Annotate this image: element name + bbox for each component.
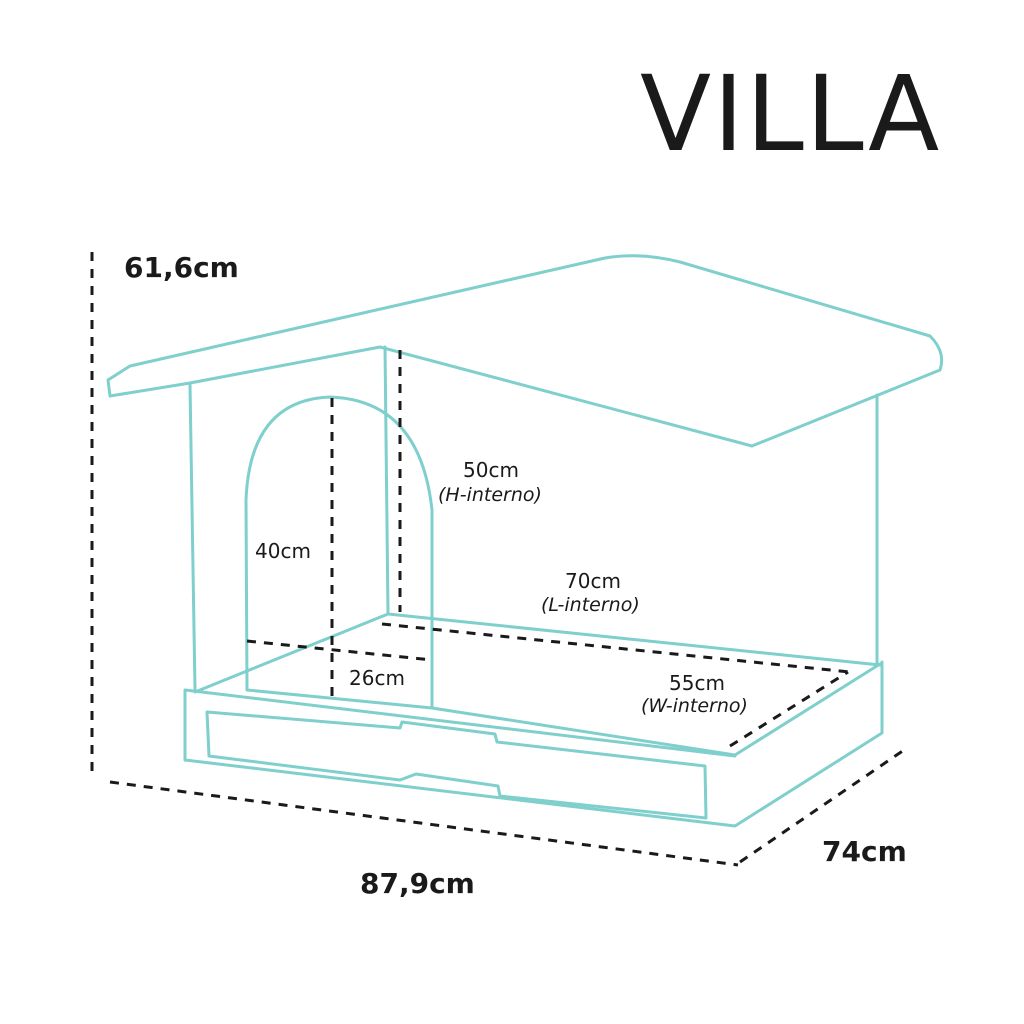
door-height-label: 40cm [255, 539, 311, 563]
door-width-label: 26cm [349, 666, 405, 690]
page-title: VILLA [640, 53, 942, 175]
roof-outline [106, 254, 944, 448]
width-inner-value: 55cm [669, 671, 725, 695]
base-inner-outline [205, 710, 708, 820]
height-inner-caption: (H-interno) [438, 484, 542, 506]
length-total-label: 87,9cm [360, 867, 475, 900]
width-inner-caption: (W-interno) [641, 695, 748, 717]
door-width-line [246, 639, 433, 662]
length-inner-line [381, 622, 851, 674]
floor-outline [193, 612, 882, 757]
height-total-label: 61,6cm [124, 251, 239, 284]
depth-total-label: 74cm [822, 835, 907, 868]
back-wall-outline [383, 345, 882, 667]
front-post [188, 383, 197, 692]
base-outline [183, 660, 884, 828]
length-inner-value: 70cm [565, 569, 621, 593]
width-inner-line [729, 670, 849, 748]
door-outline [244, 395, 434, 710]
height-inner-value: 50cm [463, 458, 519, 482]
length-inner-caption: (L-interno) [541, 594, 640, 616]
length-total-line [109, 780, 739, 867]
